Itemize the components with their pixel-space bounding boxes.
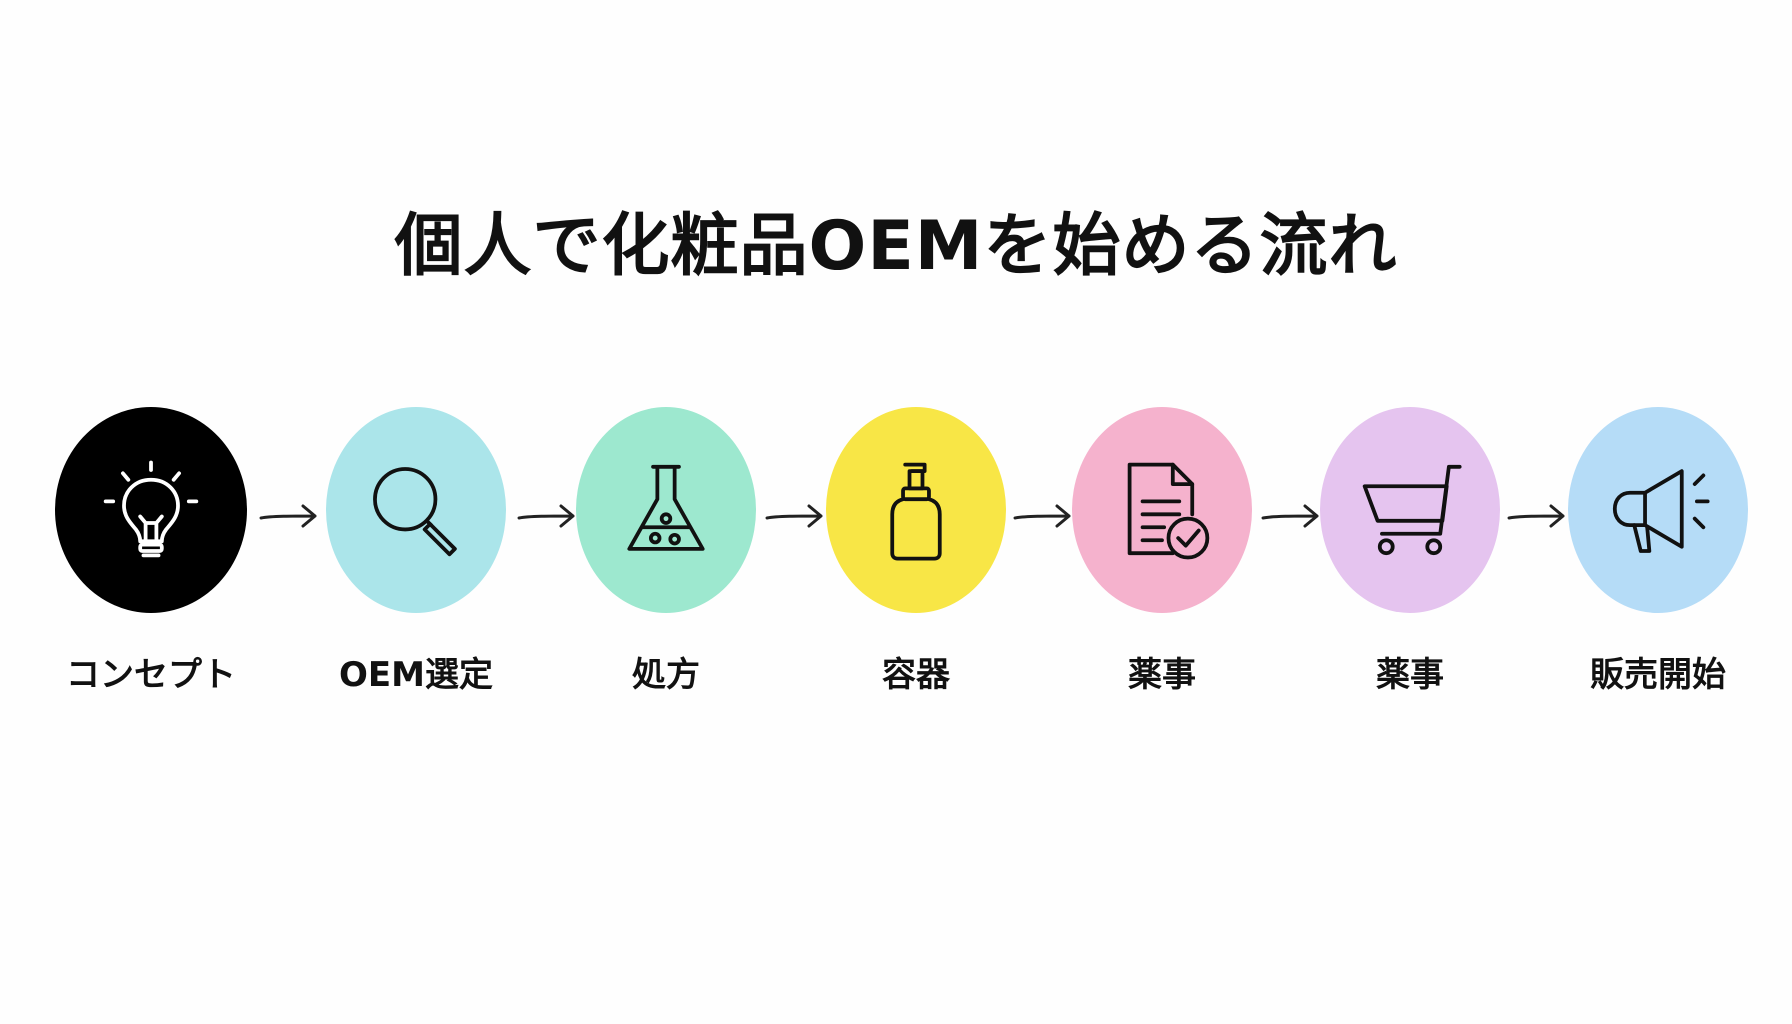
step-label: 薬事 bbox=[1128, 655, 1196, 695]
step-label: コンセプト bbox=[66, 655, 236, 695]
arrow-right-icon bbox=[1261, 504, 1319, 528]
arrow-right-icon bbox=[1013, 504, 1071, 528]
lightbulb-icon bbox=[103, 460, 199, 558]
arrow-right-icon bbox=[517, 504, 575, 528]
step-label: 処方 bbox=[632, 655, 700, 695]
flask-icon bbox=[627, 464, 705, 551]
step-circle bbox=[826, 407, 1006, 613]
arrow-right-icon bbox=[1507, 504, 1565, 528]
step-circle bbox=[1072, 407, 1252, 613]
step-circle bbox=[326, 407, 506, 613]
arrow-right-icon bbox=[765, 504, 823, 528]
diagram-title: 個人で化粧品OEMを始める流れ bbox=[394, 207, 1398, 286]
step-label: 容器 bbox=[882, 655, 950, 695]
step-circle bbox=[576, 407, 756, 613]
search-icon bbox=[373, 467, 457, 557]
step-label: 薬事 bbox=[1376, 655, 1444, 695]
document-check-icon bbox=[1127, 462, 1210, 560]
step-circle bbox=[1320, 407, 1500, 613]
pump-bottle-icon bbox=[890, 462, 942, 561]
step-circle bbox=[55, 407, 247, 613]
megaphone-icon bbox=[1612, 469, 1710, 553]
step-label: 販売開始 bbox=[1590, 655, 1726, 695]
arrow-right-icon bbox=[259, 504, 317, 528]
shopping-cart-icon bbox=[1362, 464, 1462, 556]
step-label: OEM選定 bbox=[339, 655, 493, 695]
step-circle bbox=[1568, 407, 1748, 613]
